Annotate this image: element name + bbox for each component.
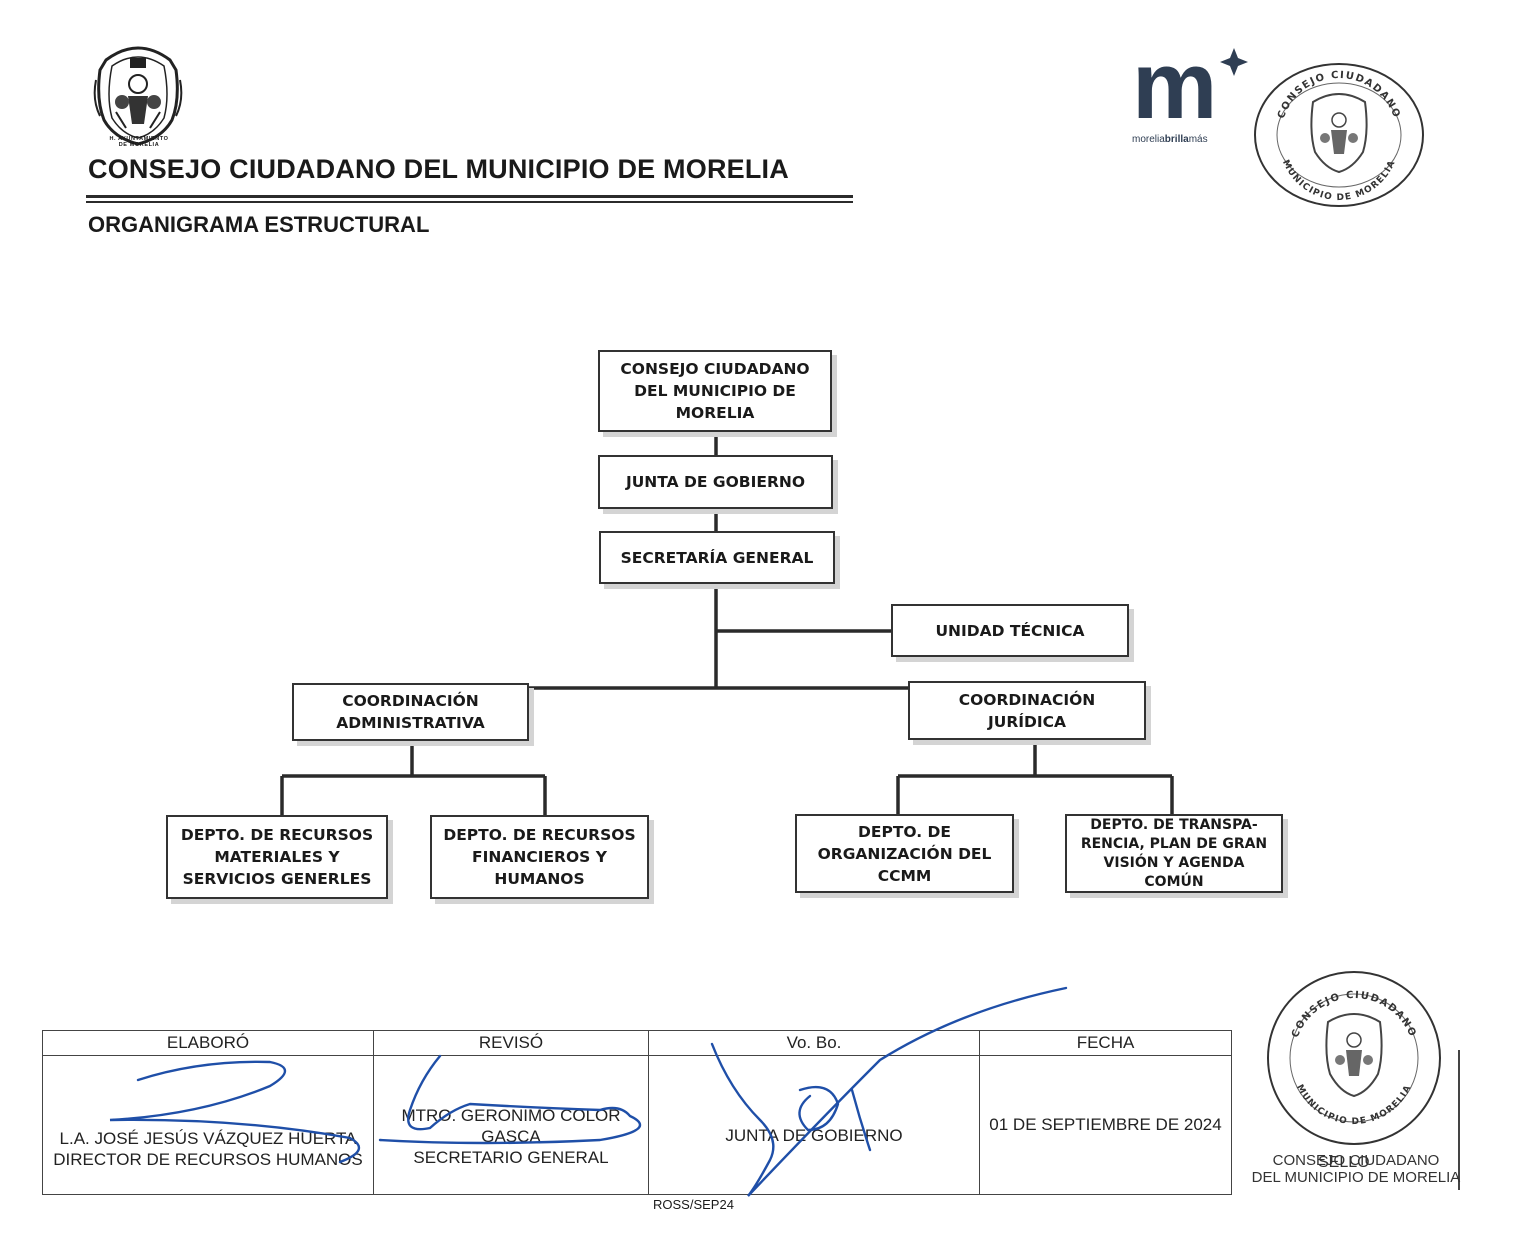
- title-rule-thin: [86, 201, 853, 203]
- page-title: CONSEJO CIUDADANO DEL MUNICIPIO DE MOREL…: [88, 154, 789, 184]
- consejo-seal-bottom: CONSEJO CIUDADANO MUNICIPIO DE MORELIA: [1267, 971, 1441, 1145]
- node-depto-transparencia: DEPTO. DE TRANSPA- RENCIA, PLAN DE GRAN …: [1065, 814, 1283, 893]
- node-junta-de-gobierno: JUNTA DE GOBIERNO: [598, 455, 833, 509]
- title-rule-thick: [86, 195, 853, 198]
- signature-table: ELABORÓ REVISÓ Vo. Bo. FECHA L.A. JOSÉ J…: [42, 1030, 1232, 1195]
- sparkle-icon: [1220, 48, 1248, 76]
- brand-tagline: moreliabrillamás: [1132, 134, 1208, 145]
- node-depto-recursos-materiales: DEPTO. DE RECURSOS MATERIALES Y SERVICIO…: [166, 815, 388, 899]
- signature-body-row: L.A. JOSÉ JESÚS VÁZQUEZ HUERTA DIRECTOR …: [42, 1055, 1232, 1195]
- vobo-name: JUNTA DE GOBIERNO: [725, 1126, 903, 1145]
- header-reviso: REVISÓ: [373, 1030, 649, 1056]
- cell-reviso: MTRO. GERONIMO COLOR GASCA SECRETARIO GE…: [373, 1055, 649, 1195]
- svg-text:MUNICIPIO DE MORELIA: MUNICIPIO DE MORELIA: [1294, 1083, 1414, 1127]
- node-coordinacion-administrativa: COORDINACIÓN ADMINISTRATIVA: [292, 683, 529, 741]
- crest-caption-line2: DE MORELIA: [118, 142, 160, 148]
- seal2-bottom-arc-text: MUNICIPIO DE MORELIA: [1294, 1083, 1412, 1127]
- node-depto-organizacion: DEPTO. DE ORGANIZACIÓN DEL CCMM: [795, 814, 1014, 893]
- signature-header-row: ELABORÓ REVISÓ Vo. Bo. FECHA: [42, 1030, 1232, 1056]
- footer-reference-code: ROSS/SEP24: [653, 1197, 734, 1212]
- brand-letter: m: [1132, 44, 1217, 134]
- crest-caption-line1: H. AYUNTAMIENTO: [109, 136, 169, 142]
- header-vobo: Vo. Bo.: [648, 1030, 980, 1056]
- header-fecha: FECHA: [979, 1030, 1232, 1056]
- reviso-name: MTRO. GERONIMO COLOR GASCA: [401, 1106, 621, 1146]
- seal-org-line1: CONSEJO CIUDADANO: [1272, 1152, 1440, 1169]
- reviso-role: SECRETARIO GENERAL: [413, 1148, 609, 1167]
- node-secretaria-general: SECRETARÍA GENERAL: [599, 531, 835, 584]
- seal-side-rule: [1458, 1050, 1460, 1190]
- brand-tagline-b: brilla: [1164, 134, 1189, 145]
- page-subtitle: ORGANIGRAMA ESTRUCTURAL: [88, 212, 430, 237]
- header-elaboro: ELABORÓ: [42, 1030, 374, 1056]
- node-unidad-tecnica: UNIDAD TÉCNICA: [891, 604, 1129, 657]
- cell-fecha: 01 DE SEPTIEMBRE DE 2024: [979, 1055, 1232, 1195]
- seal-org-line2: DEL MUNICIPIO DE MORELIA: [1251, 1169, 1461, 1186]
- seal-label: SELLO: [1318, 1154, 1370, 1171]
- fecha-value: 01 DE SEPTIEMBRE DE 2024: [989, 1115, 1222, 1134]
- crest-caption: H. AYUNTAMIENTO DE MORELIA: [80, 136, 198, 148]
- node-consejo-ciudadano: CONSEJO CIUDADANO DEL MUNICIPIO DE MOREL…: [598, 350, 832, 432]
- cell-elaboro: L.A. JOSÉ JESÚS VÁZQUEZ HUERTA DIRECTOR …: [42, 1055, 374, 1195]
- node-depto-recursos-financieros: DEPTO. DE RECURSOS FINANCIEROS Y HUMANOS: [430, 815, 649, 899]
- morelia-brand-logo: m: [1132, 44, 1248, 134]
- brand-tagline-a: morelia: [1132, 134, 1165, 145]
- elaboro-name: L.A. JOSÉ JESÚS VÁZQUEZ HUERTA: [59, 1129, 357, 1148]
- brand-tagline-c: más: [1188, 134, 1208, 145]
- consejo-seal-top: CONSEJO CIUDADANO MUNICIPIO DE MORELIA: [1254, 63, 1424, 207]
- node-coordinacion-juridica: COORDINACIÓN JURÍDICA: [908, 681, 1146, 740]
- municipal-crest-logo: [93, 46, 183, 146]
- cell-vobo: JUNTA DE GOBIERNO: [648, 1055, 980, 1195]
- elaboro-role: DIRECTOR DE RECURSOS HUMANOS: [53, 1150, 363, 1169]
- seal-organization-label: CONSEJO CIUDADANO DEL MUNICIPIO DE MOREL…: [1236, 1152, 1476, 1186]
